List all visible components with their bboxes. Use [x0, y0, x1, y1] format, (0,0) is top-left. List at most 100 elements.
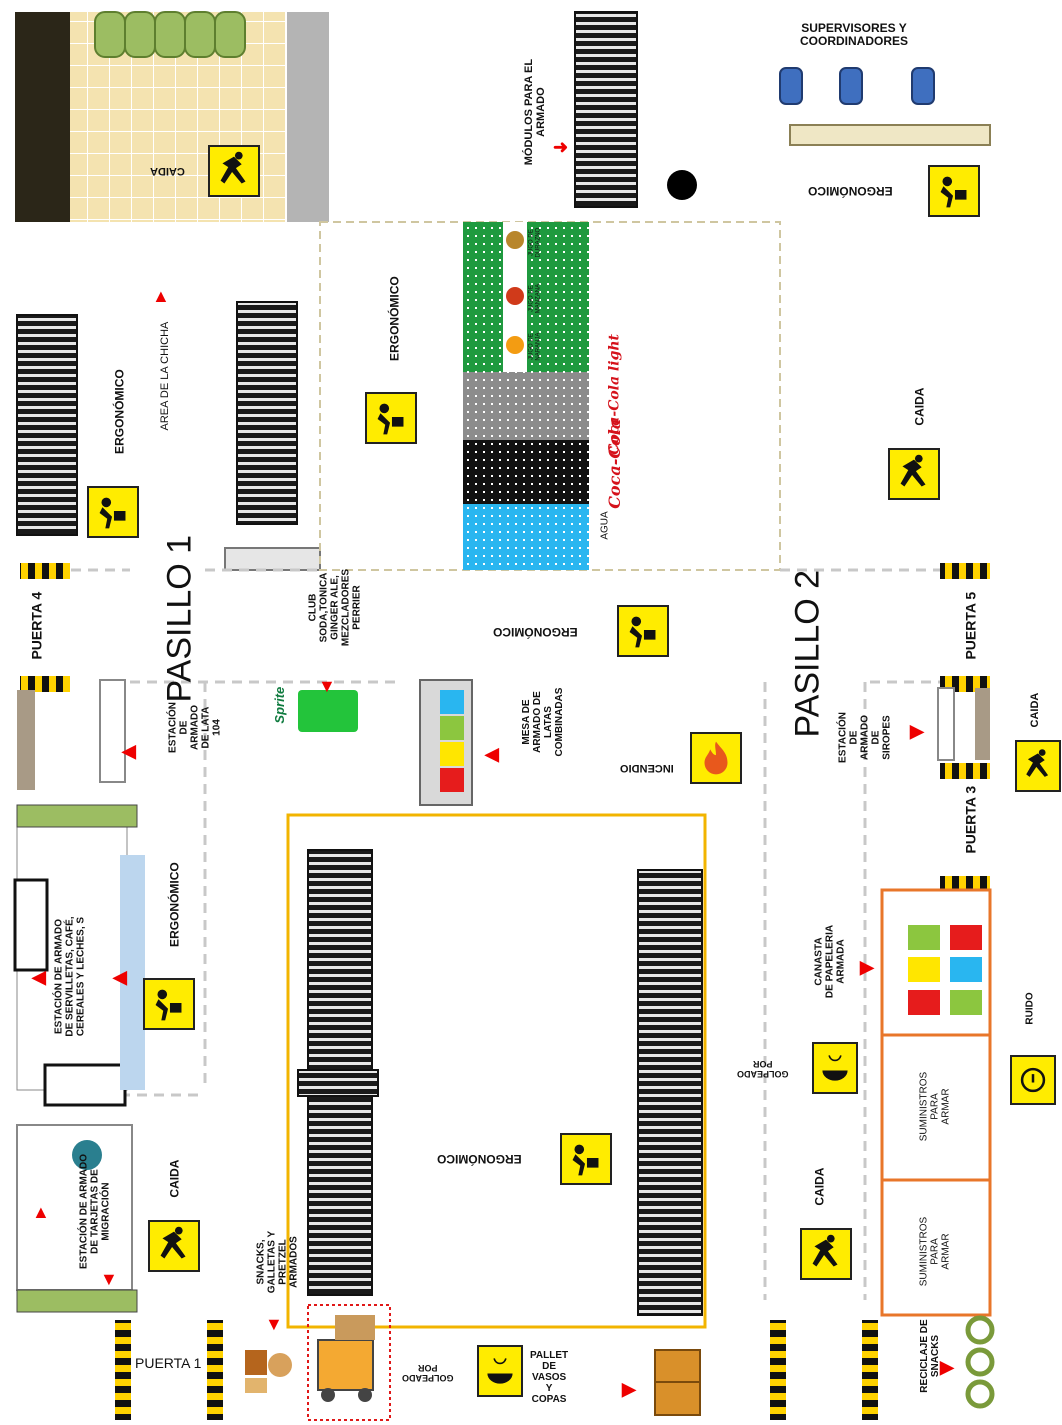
- arrow-servilleta-2: ◀: [113, 967, 127, 987]
- caida-text-1: CAIDA: [150, 165, 185, 178]
- left-wall-1: [17, 690, 35, 790]
- caida-text-4: CAIDA: [812, 1167, 827, 1206]
- arrow-mesa: ◀: [485, 744, 499, 764]
- suministros-label-2: SUMINISTROS PARA ARMAR: [918, 1216, 952, 1287]
- modulos-label: MÓDULOS PARA EL ARMADO: [522, 58, 547, 166]
- supervisor-seats: [779, 67, 935, 105]
- green-pack: [298, 690, 358, 732]
- module-left-1: [16, 314, 78, 536]
- lata-label: ESTACIÓN DE ARMADO DE LATA 104: [167, 702, 223, 753]
- tarjetas-label: ESTACIÓN DE ARMADO DE TARJETAS DE MIGRAC…: [78, 1154, 112, 1269]
- fire-icon: [704, 741, 728, 775]
- pasillo2-label: PASILLO 2: [788, 569, 827, 738]
- blue-shelf: [120, 855, 145, 1090]
- puerta5-label: PUERTA 5: [962, 591, 979, 660]
- arrow-club: ▼: [318, 676, 336, 696]
- ergonomico-text-2: ERGONÓMICO: [387, 276, 402, 361]
- arrow-tarjetas-1: ▲: [32, 1202, 50, 1222]
- hazard-incendio: [690, 732, 742, 784]
- supervisores-label: SUPERVISORES Y COORDINADORES: [800, 21, 909, 49]
- incendio-text: INCENDIO: [620, 762, 674, 775]
- hazard-ergonomico-5: [143, 978, 195, 1030]
- hazard-golpeado-1: [812, 1042, 858, 1094]
- chicha-label: AREA DE LA CHICHA: [158, 321, 171, 431]
- puerta3-label: PUERTA 3: [962, 785, 979, 854]
- module-top: [574, 11, 638, 208]
- jugo-manzana-label: JUGO DE MANZANA: [528, 283, 541, 314]
- small-bench: [224, 547, 321, 571]
- jugo-naranja-label: JUGO DE NARANJA: [528, 332, 541, 361]
- jugo-durazno-label: JUGO DE DURAZNO: [528, 227, 541, 258]
- struck-icon: [822, 1055, 848, 1081]
- hazard-ergonomico-1: [87, 486, 139, 538]
- arrow-canasta: ▶: [860, 957, 874, 977]
- recycle-bins: [965, 1315, 995, 1409]
- coca-light-label: Coca-Cola light: [606, 333, 623, 455]
- hazard-caida-3: [148, 1220, 200, 1272]
- plants-row: [94, 11, 246, 58]
- ergonomico-text-5: ERGONÓMICO: [167, 862, 182, 947]
- arrow-lata: ◀: [122, 741, 136, 761]
- hazard-ergonomico-6: [560, 1133, 612, 1185]
- hazard-ergonomico-3: [928, 165, 980, 217]
- right-wall: [975, 688, 990, 760]
- ergonomic-icon: [99, 497, 126, 529]
- canasta-papeleria: [880, 888, 992, 1317]
- snacks-label: SNACKS, GALLETAS Y PRETZEL ARMADOS: [255, 1230, 300, 1294]
- hazard-ergonomico-2: [365, 392, 417, 444]
- canasta-label: CANASTA DE PAPELERIA ARMADA: [813, 924, 847, 999]
- suministros-label-1: SUMINISTROS PARA ARMAR: [918, 1071, 952, 1142]
- agua-label: AGUA: [599, 511, 611, 540]
- beverage-trays: [463, 222, 589, 570]
- puerta1-label: PUERTA 1: [135, 1355, 202, 1371]
- central-zone: [286, 813, 707, 1329]
- arrow-siropes: ▶: [910, 721, 924, 741]
- noise-icon: [1020, 1067, 1046, 1093]
- hazard-caida-2: [888, 448, 940, 500]
- siropes-label: ESTACIÓN DE ARMADO DE SIROPES: [837, 712, 893, 763]
- servilleta-boxes: [13, 878, 127, 1107]
- juice-fruits: [506, 231, 524, 354]
- central-module-right: [637, 869, 703, 1316]
- ergonomico-text-4: ERGONÓMICO: [493, 625, 578, 640]
- sprite-label: Sprite: [271, 686, 287, 724]
- arrow-snacks: ▼: [265, 1314, 283, 1334]
- black-dot: [667, 170, 697, 200]
- fall-icon: [220, 151, 246, 184]
- servilletas-label: ESTACIÓN DE ARMADO DE SERVILLETAS, CAFÉ,…: [53, 916, 87, 1037]
- arrow-servilleta-1: ◀: [32, 967, 46, 987]
- snacks-pile: [245, 1350, 292, 1393]
- module-left-2: [236, 301, 298, 525]
- caida-text-3: CAIDA: [167, 1159, 182, 1198]
- puerta4-label: PUERTA 4: [28, 591, 45, 660]
- arrow-pallet: ▶: [622, 1379, 636, 1399]
- arrow-modulos: ➜: [553, 137, 569, 157]
- door-stripes: [20, 563, 990, 1420]
- hazard-caida-4: [800, 1228, 852, 1280]
- arrow-chicha: ▲: [152, 286, 170, 306]
- hazard-golpeado-2: [477, 1345, 523, 1397]
- tile-area: [15, 11, 329, 222]
- siropes-station: [937, 687, 955, 761]
- pallet-label: PALLET DE VASOS Y COPAS: [530, 1350, 569, 1405]
- hazard-caida-5: [1015, 740, 1061, 792]
- arrow-tarjetas-2: ▼: [100, 1269, 118, 1289]
- ruido-text: RUIDO: [1024, 992, 1036, 1025]
- teal-circle: [72, 1140, 102, 1170]
- forklift-shape: [317, 1315, 375, 1402]
- ergonomico-text-1: ERGONÓMICO: [112, 369, 127, 454]
- hazard-ergonomico-4: [617, 605, 669, 657]
- mesa-label: MESA DE ARMADO DE LATAS COMBINADAS: [521, 687, 565, 757]
- ergonomico-text-6: ERGONÓMICO: [437, 1152, 522, 1167]
- lata-station-box: [99, 679, 126, 783]
- hazard-caida-1: [208, 145, 260, 197]
- golpeado-text-1: GOLPEADO POR: [737, 1058, 789, 1079]
- ergonomico-text-3: ERGONÓMICO: [808, 184, 893, 199]
- caida-text-5: CAIDA: [1028, 692, 1041, 728]
- golpeado-text-2: GOLPEADO POR: [402, 1362, 454, 1383]
- caida-text-2: CAIDA: [912, 387, 927, 426]
- supervisor-desk: [789, 124, 991, 146]
- arrow-reciclaje: ▶: [940, 1357, 954, 1377]
- mesa-latas: [419, 679, 473, 806]
